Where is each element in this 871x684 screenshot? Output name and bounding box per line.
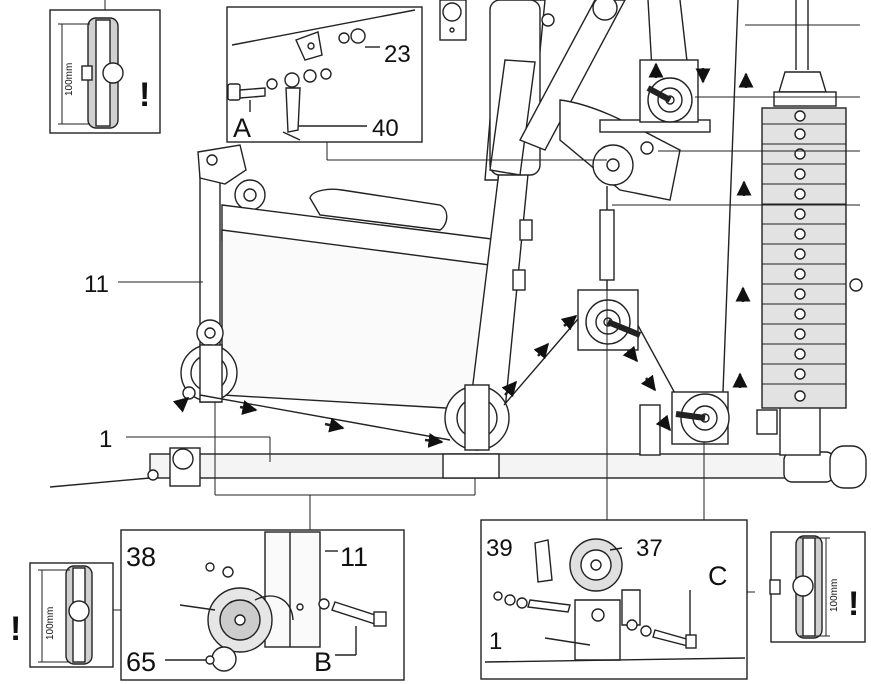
callout-a: A — [233, 113, 251, 143]
callout-39: 39 — [486, 535, 513, 562]
callout-1: 1 — [99, 426, 112, 453]
callout-38: 38 — [126, 542, 156, 572]
measure-label-top-left: 100mm — [64, 63, 75, 96]
pulley-spec-bottom-right — [769, 531, 866, 643]
pulley-mid — [577, 209, 642, 351]
warning-mark-bottom-left: ! — [10, 610, 21, 648]
callout-40: 40 — [372, 115, 399, 142]
callout-1-inset: 1 — [489, 628, 502, 655]
measure-label-bottom-right: 100mm — [829, 579, 840, 612]
inset-top — [226, 6, 423, 143]
press-arm — [559, 99, 711, 201]
weight-stack — [761, 0, 863, 409]
pulley-spec-top-left — [49, 9, 161, 134]
main-upright — [439, 0, 626, 451]
base-frame — [49, 404, 867, 489]
inset-bottom-right — [480, 519, 748, 680]
leg-extension — [180, 144, 501, 411]
inset-bottom-left — [120, 529, 405, 681]
callout-11: 11 — [84, 271, 109, 298]
leader-lines — [104, 0, 860, 611]
measure-label-bottom-left: 100mm — [45, 607, 56, 640]
callout-37: 37 — [636, 535, 663, 562]
pulley-top — [639, 59, 699, 123]
pulley-low — [671, 391, 730, 445]
callout-b: B — [314, 647, 332, 677]
warning-mark-top-left: ! — [139, 76, 150, 114]
cable-direction-arrows — [172, 62, 754, 448]
callout-23: 23 — [384, 41, 411, 68]
callout-11-inset: 11 — [340, 542, 368, 572]
callout-65: 65 — [126, 647, 156, 677]
pulley-spec-bottom-left — [29, 562, 114, 668]
callout-c: C — [708, 561, 728, 591]
warning-mark-bottom-right: ! — [848, 585, 859, 623]
